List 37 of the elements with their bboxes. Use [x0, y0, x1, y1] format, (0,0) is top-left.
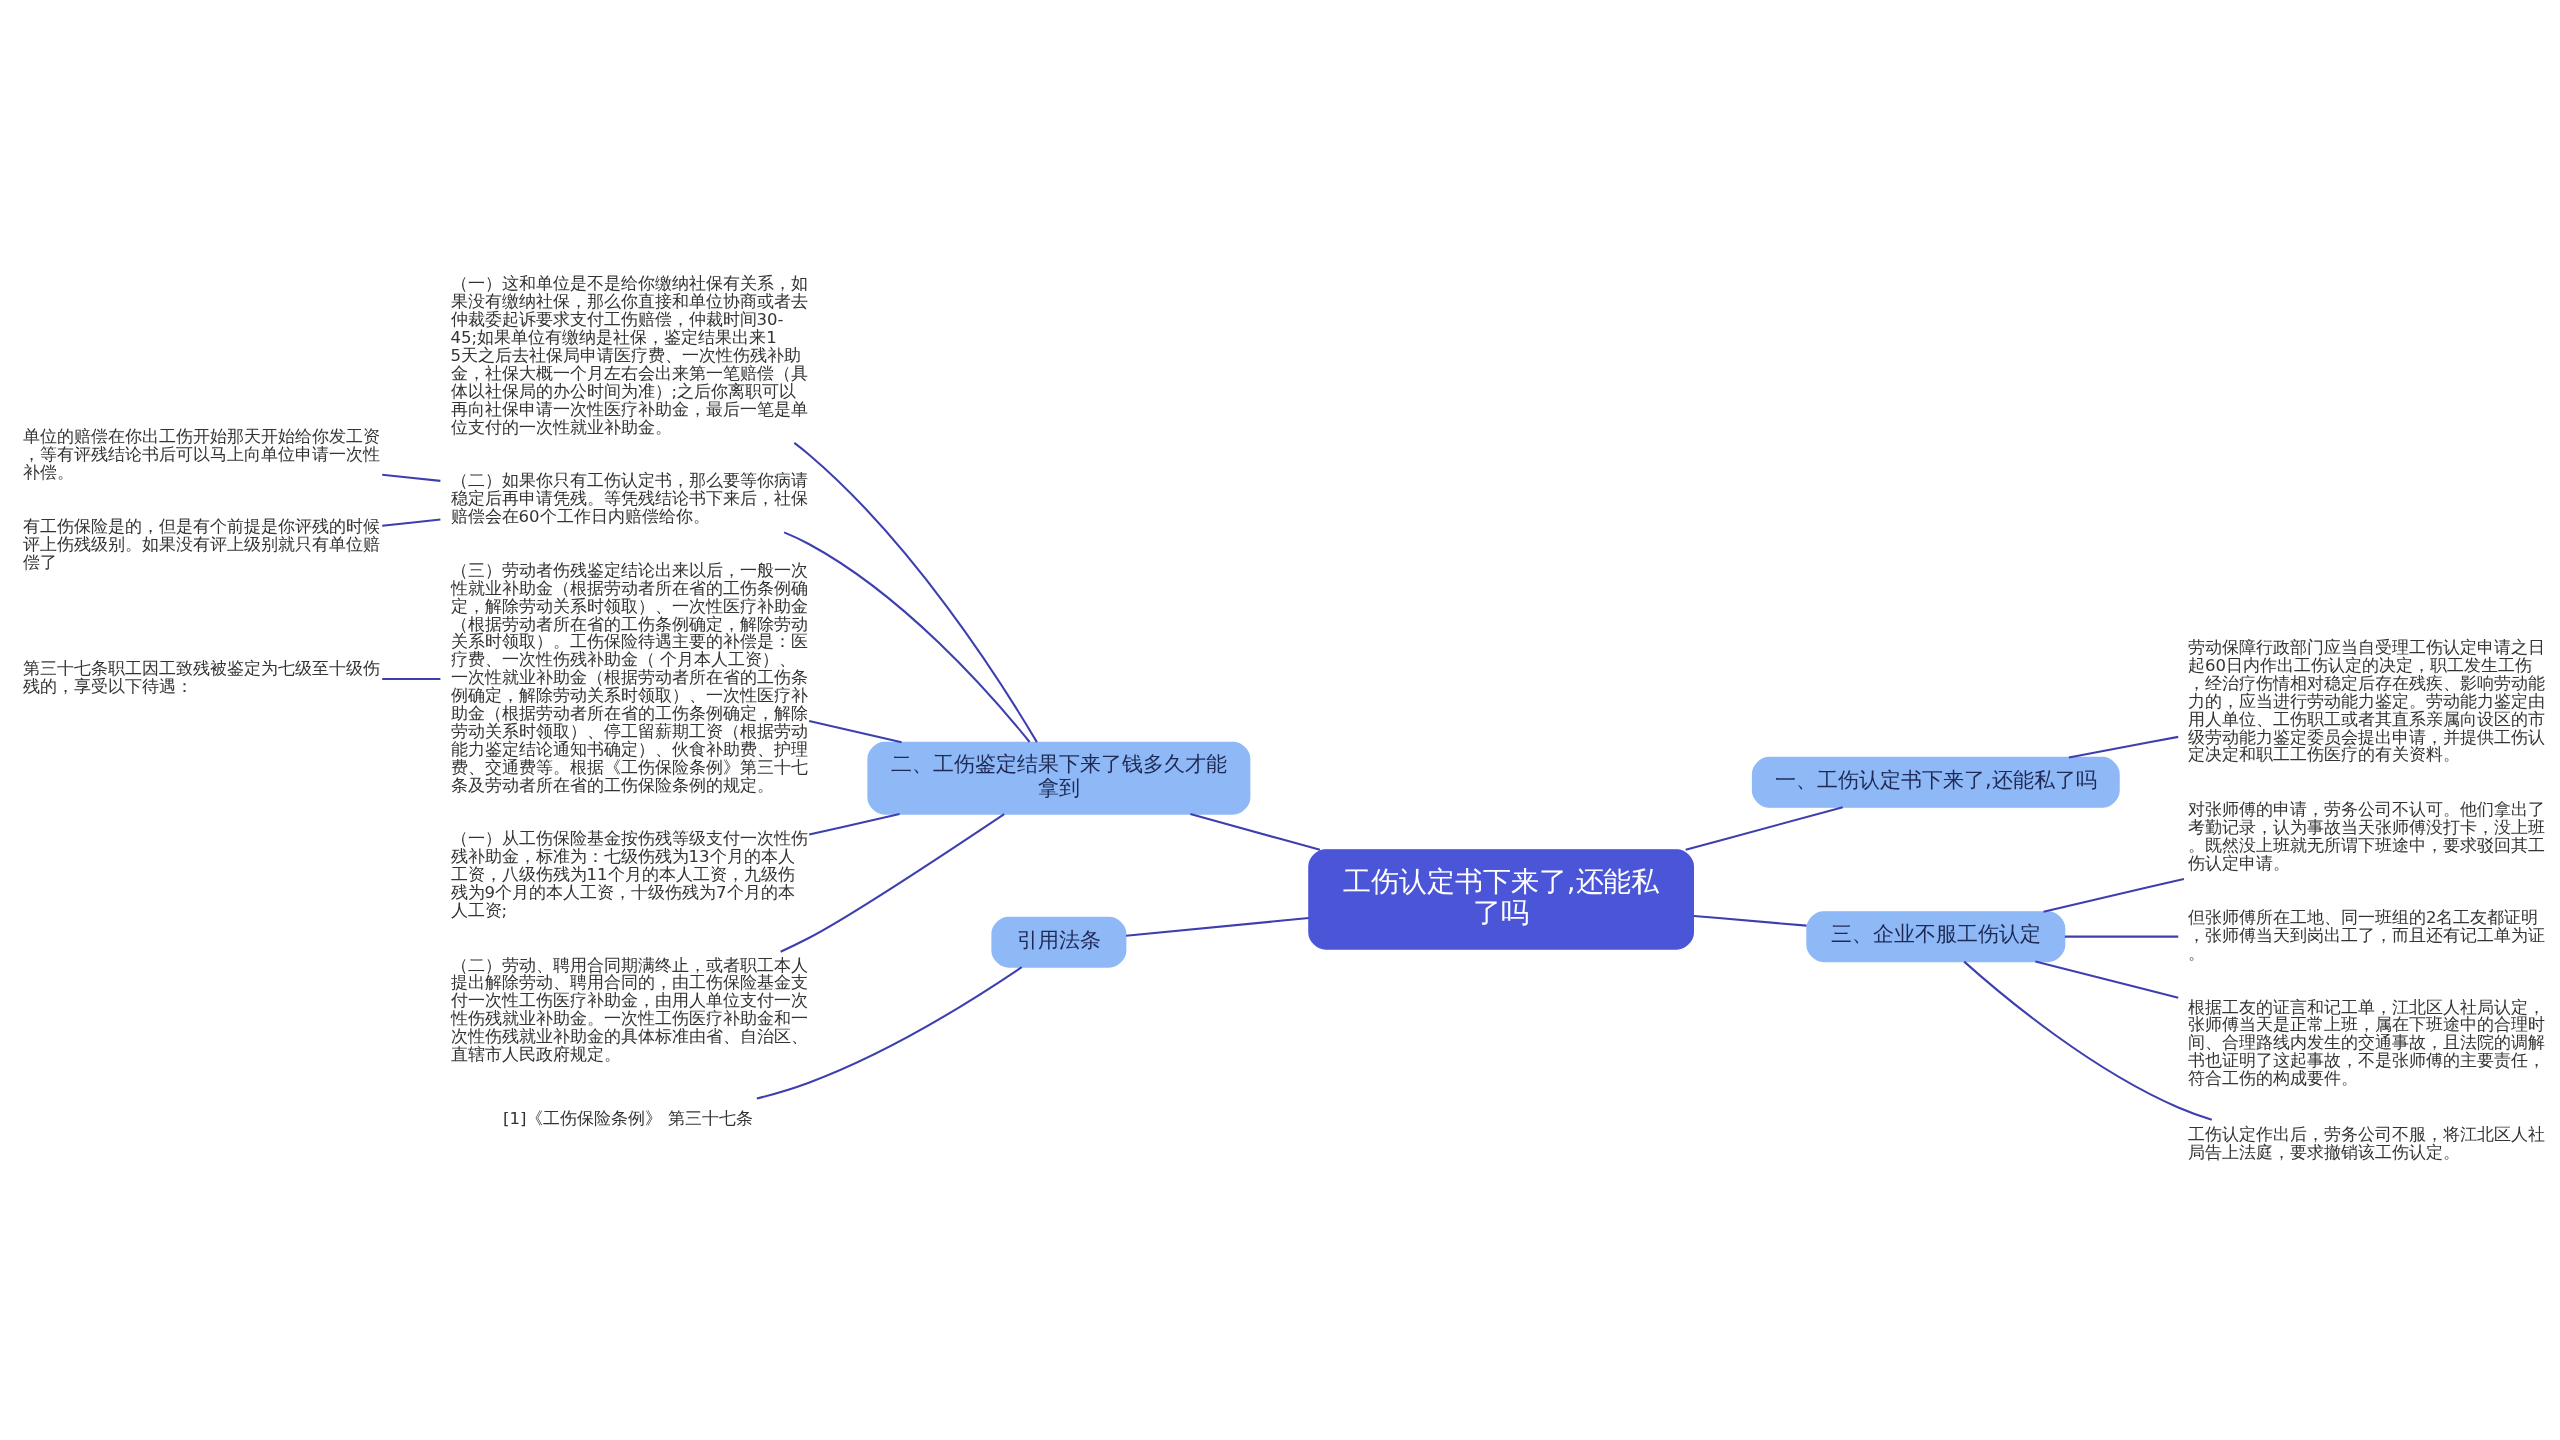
- connector: [783, 531, 1031, 743]
- connector: [780, 813, 1005, 953]
- node-text: 劳动保障行政部门应当自受理工伤认定申请之日起60日内作出工伤认定的决定，职工发生工伤，经治疗伤情相对稳定后存在残疾、影响劳动能力的，应当进行劳动能力鉴定。劳动能力鉴定由用人单位、工伤职工或者其直系亲属向设区的市级劳动能力鉴定委员会提出申请，并提供工伤认定决定和职工工伤医疗的有关资料。: [2187, 637, 2545, 765]
- node-text: （三）劳动者伤残鉴定结论出来以后，一般一次性就业补助金（根据劳动者所在省的工伤条例确定，解除劳动关系时领取）、一次性医疗补助金（根据劳动者所在省的工伤条例确定，解除劳动关系时领取）。工伤保险待遇主要的补偿是：医疗费、一次性伤残补助金（ 个月本人工资）、一次性就业补助金（根据劳动者所在省的工伤条例确定，解除劳动关系时领取）、一次性医疗补助金（根据劳动者所在省的工伤条例确定，解除劳动关系时领取）、停工留薪期工资（根据劳动能力鉴定结论通知书确定）、伙食补助费、护理费、交通费等。根据《工伤保险条例》第三十七条及劳动者所在省的工伤保险条例的规定。: [450, 560, 808, 795]
- connector: [1963, 960, 2213, 1121]
- connector: [808, 720, 902, 744]
- connector: [2064, 935, 2179, 938]
- node-text: （一）这和单位是不是给你缴纳社保有关系，如果没有缴纳社保，那么你直接和单位协商或者去仲裁委起诉要求支付工伤赔偿，仲裁时间30-45;如果单位有缴纳是社保，鉴定结果出来15天之后去社保局申请医疗费、一次性伤残补助金，社保大概一个月左右会出来第一笔赔偿（具体以社保局的办公时间为准）;之后你离职可以再向社保申请一次性医疗补助金，最后一笔是单位支付的一次性就业补助金。: [450, 274, 808, 437]
- node-text: 但张师傅所在工地、同一班组的2名工友都证明，张师傅当天到岗出工了，而且还有记工单为证。: [2187, 908, 2545, 963]
- node-text: 第三十七条职工因工致残被鉴定为七级至十级伤残的，享受以下待遇：: [23, 659, 381, 697]
- connector: [1685, 806, 1844, 851]
- node-text: （一）从工伤保险基金按伤残等级支付一次性伤残补助金，标准为：七级伤残为13个月的本人工资，八级伤残为11个月的本人工资，九级伤残为9个月的本人工资，十级伤残为7个月的本人工资;: [450, 829, 808, 921]
- node-box: 引用法条: [991, 916, 1127, 968]
- connector: [756, 966, 1023, 1100]
- node-text: 单位的赔偿在你出工伤开始那天开始给你发工资，等有评残结论书后可以马上向单位申请一次性补偿。: [23, 427, 381, 482]
- connector: [808, 813, 900, 836]
- node-text: [1]《工伤保险条例》 第三十七条: [502, 1109, 753, 1129]
- node-text: （二）如果你只有工伤认定书，那么要等你病请稳定后再申请凭残。等凭残结论书下来后，社保赔偿会在60个工作日内赔偿给你。: [450, 471, 808, 527]
- node-box: 三、企业不服工伤认定: [1806, 911, 2066, 963]
- connector: [2043, 877, 2185, 913]
- connector: [2068, 735, 2179, 759]
- node-box: 工伤认定书下来了,还能私了吗: [1308, 849, 1694, 950]
- node-box: 一、工伤认定书下来了,还能私了吗: [1751, 756, 2120, 808]
- connector: [382, 473, 441, 482]
- node-text: 根据工友的证言和记工单，江北区人社局认定，张师傅当天是正常上班，属在下班途中的合理时间、合理路线内发生的交通事故，且法院的调解书也证明了这起事故，不是张师傅的主要责任，符合工伤的构成要件。: [2187, 997, 2545, 1089]
- node-text: 工伤认定作出后，劳务公司不服，将江北区人社局告上法庭，要求撤销该工伤认定。: [2187, 1125, 2545, 1162]
- node-text: 有工伤保险是的，但是有个前提是你评残的时候评上伤残级别。如果没有评上级别就只有单位赔偿了: [23, 516, 381, 572]
- connector: [1693, 914, 1807, 927]
- connector: [1125, 916, 1309, 937]
- node-text: 对张师傅的申请，劳务公司不认可。他们拿出了考勤记录，认为事故当天张师傅没打卡，没上班。既然没上班就无所谓下班途中，要求驳回其工伤认定申请。: [2187, 799, 2545, 873]
- connector: [793, 442, 1038, 743]
- connector: [2035, 960, 2179, 999]
- connector: [1190, 813, 1321, 851]
- connector: [382, 677, 441, 681]
- node-text: （二）劳动、聘用合同期满终止，或者职工本人提出解除劳动、聘用合同的，由工伤保险基金支付一次性工伤医疗补助金，由用人单位支付一次性伤残就业补助金。一次性工伤医疗补助金和一次性伤残就业补助金的具体标准由省、自治区、直辖市人民政府规定。: [450, 955, 808, 1065]
- connector: [382, 518, 441, 527]
- node-box: 二、工伤鉴定结果下来了钱多久才能拿到: [867, 741, 1251, 815]
